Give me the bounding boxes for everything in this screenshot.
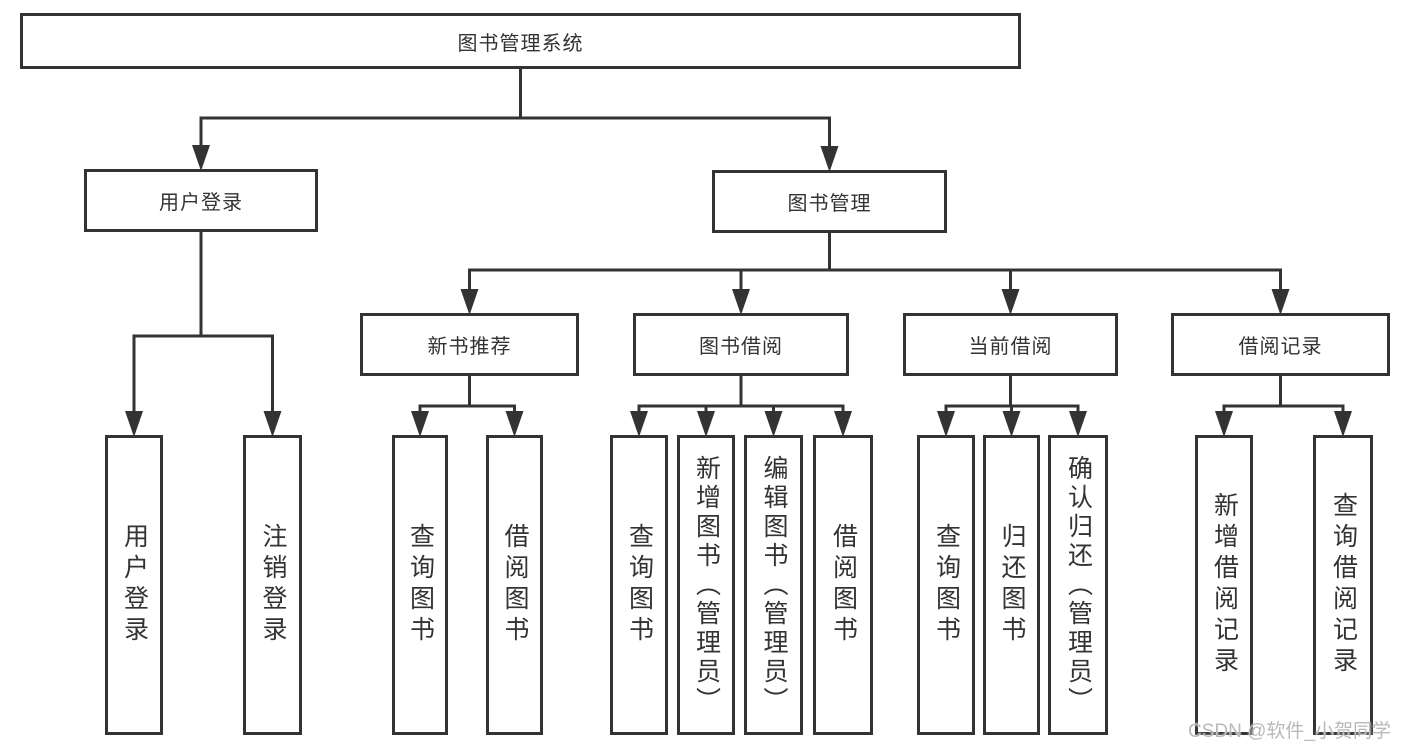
leaf-edit-books-admin: 编辑图书（管理员） xyxy=(744,435,803,735)
node-book-management-label: 图书管理 xyxy=(787,193,872,215)
watermark-text: CSDN @软件_小贺同学 xyxy=(1188,721,1391,742)
leaf-query-books-label: 查询图书 xyxy=(932,523,961,647)
leaf-borrow-books: 借阅图书 xyxy=(813,435,873,735)
node-current-borrowing-label: 当前借阅 xyxy=(968,336,1053,358)
node-book-management: 图书管理 xyxy=(712,170,947,233)
node-book-borrowing-label: 图书借阅 xyxy=(699,336,783,358)
leaf-query-borrow-record-label: 查询借阅记录 xyxy=(1329,492,1358,678)
leaf-add-borrow-record-label: 新增借阅记录 xyxy=(1210,492,1239,678)
leaf-query-books-label: 查询图书 xyxy=(625,523,654,647)
node-borrowing-records: 借阅记录 xyxy=(1171,313,1390,376)
node-library-system: 图书管理系统 xyxy=(20,13,1021,69)
leaf-logout-label: 注销登录 xyxy=(259,523,287,647)
node-book-borrowing: 图书借阅 xyxy=(633,313,849,376)
leaf-query-borrow-record: 查询借阅记录 xyxy=(1313,435,1373,735)
leaf-query-books-label: 查询图书 xyxy=(406,523,435,647)
leaf-confirm-return-admin-label: 确认归还（管理员） xyxy=(1064,454,1093,716)
node-borrowing-records-label: 借阅记录 xyxy=(1238,336,1323,358)
leaf-user-login: 用户登录 xyxy=(105,435,163,735)
leaf-query-books: 查询图书 xyxy=(610,435,668,735)
node-user-login: 用户登录 xyxy=(84,169,318,232)
leaf-add-books-admin: 新增图书（管理员） xyxy=(677,435,735,735)
node-new-book-recommend: 新书推荐 xyxy=(360,313,579,376)
leaf-borrow-books-label: 借阅图书 xyxy=(501,523,529,647)
leaf-add-borrow-record: 新增借阅记录 xyxy=(1195,435,1253,735)
leaf-return-books: 归还图书 xyxy=(983,435,1040,735)
node-library-system-label: 图书管理系统 xyxy=(457,32,584,55)
leaf-edit-books-admin-label: 编辑图书（管理员） xyxy=(760,454,788,716)
leaf-query-books: 查询图书 xyxy=(392,435,448,735)
leaf-borrow-books: 借阅图书 xyxy=(486,435,543,735)
node-user-login-label: 用户登录 xyxy=(159,192,243,214)
leaf-query-books: 查询图书 xyxy=(917,435,975,735)
leaf-add-books-admin-label: 新增图书（管理员） xyxy=(692,454,721,716)
leaf-logout: 注销登录 xyxy=(243,435,302,735)
leaf-borrow-books-label: 借阅图书 xyxy=(829,523,858,647)
leaf-user-login-label: 用户登录 xyxy=(120,523,149,647)
leaf-return-books-label: 归还图书 xyxy=(998,523,1026,647)
node-new-book-recommend-label: 新书推荐 xyxy=(427,336,512,358)
leaf-confirm-return-admin: 确认归还（管理员） xyxy=(1048,435,1108,735)
node-current-borrowing: 当前借阅 xyxy=(903,313,1118,376)
